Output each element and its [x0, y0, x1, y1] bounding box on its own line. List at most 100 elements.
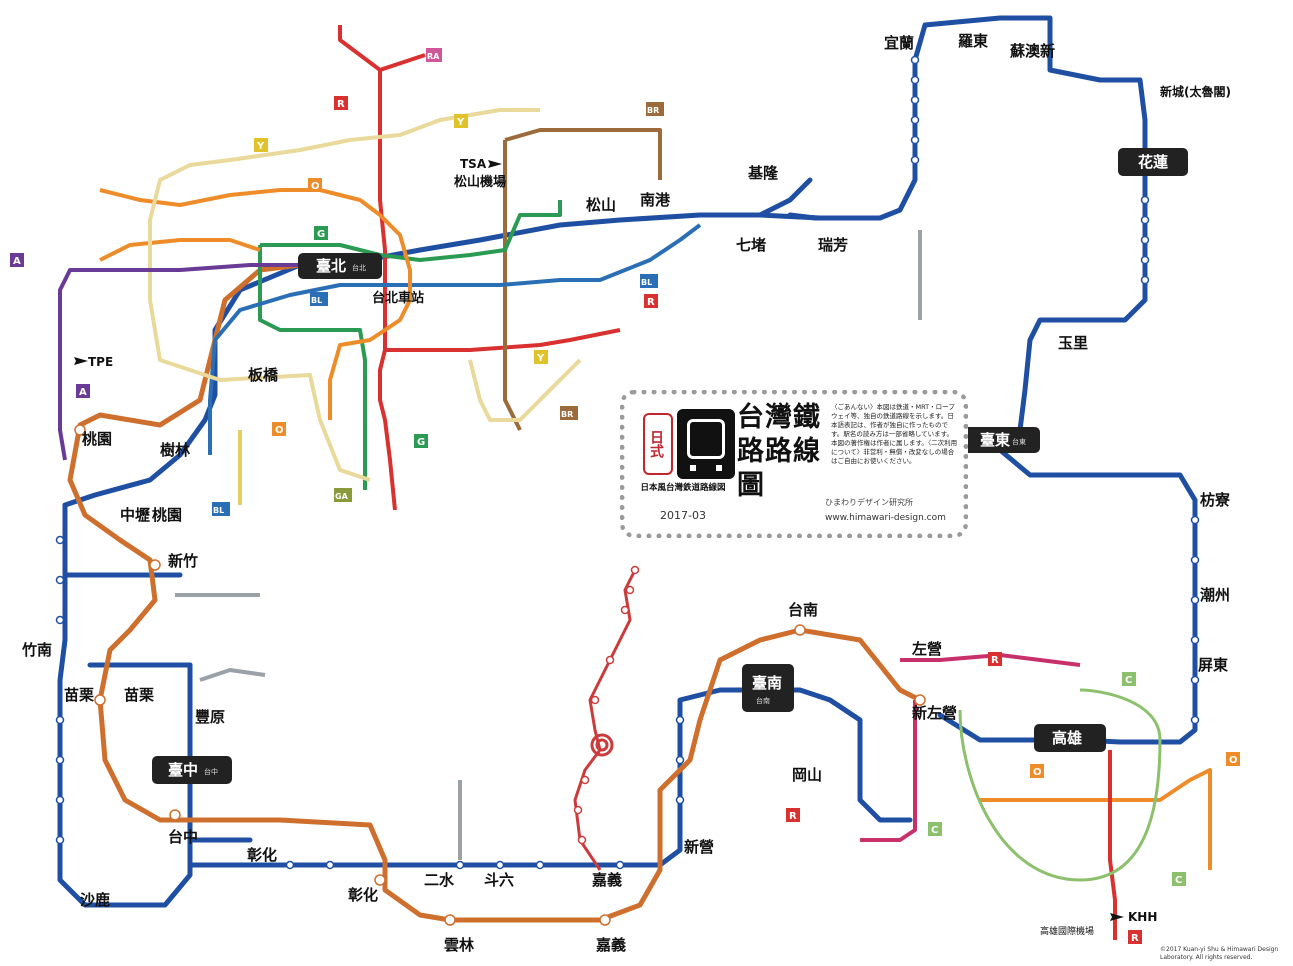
station-songshan: 松山 — [586, 196, 616, 214]
svg-text:R: R — [1131, 933, 1139, 944]
svg-text:臺南: 臺南 — [752, 674, 782, 692]
svg-text:A: A — [79, 387, 87, 398]
airport-khh: KHH — [1128, 910, 1157, 924]
line-tags: R RA Y Y BR O G A A BL BL R Y O G GA BL … — [10, 48, 1240, 944]
station-taoyuan: 桃園 — [82, 430, 112, 448]
kaohsiung-mrt-orange-line — [980, 768, 1212, 870]
svg-text:RA: RA — [427, 52, 440, 61]
line-tag-brown: BR — [646, 102, 664, 116]
station-songshan-airport: 松山機場 — [454, 174, 506, 190]
svg-text:臺北: 臺北 — [316, 257, 346, 275]
svg-text:G: G — [417, 437, 425, 448]
station-yilan: 宜蘭 — [884, 34, 914, 52]
line-tag-ra: RA — [426, 48, 442, 62]
svg-text:BL: BL — [311, 296, 322, 305]
station-labels: 新竹 竹南 苗栗 豐原 彰化 二水 斗六 嘉義 新營 岡山 屏東 潮州 枋寮 宜… — [21, 32, 1231, 954]
svg-text:台北: 台北 — [352, 263, 366, 272]
station-luodong: 羅東 — [958, 32, 988, 50]
train-icon — [677, 409, 735, 479]
svg-text:C: C — [1175, 875, 1182, 886]
airport-tsa: TSA — [460, 157, 487, 171]
airplane-icon — [74, 160, 1124, 921]
station-keelung: 基隆 — [747, 164, 779, 182]
station-chaozhou: 潮州 — [1200, 586, 1230, 604]
airport-tpe: TPE — [88, 355, 113, 369]
station-zuoying: 左營 — [911, 640, 942, 658]
airport-mrt-purple-line — [58, 263, 300, 461]
map-title-box: 日式 台灣鐵路路線圖 日本風台灣鉄道路線図 2017-03 〈ごあんない〉本図は… — [620, 390, 968, 538]
station-ershui: 二水 — [424, 871, 455, 889]
hub-tainan[interactable]: 臺南 台南 — [742, 664, 794, 712]
hub-taitung[interactable]: 臺東 台東 — [962, 427, 1040, 453]
line-tag-purple: A — [10, 253, 24, 267]
svg-text:台東: 台東 — [1012, 437, 1026, 446]
station-taichung-hsr: 台中 — [168, 828, 198, 846]
line-tag-circular: C — [1122, 672, 1136, 686]
line-tag-red-3: R — [786, 808, 800, 822]
line-tag-orange-3: O — [1030, 764, 1044, 778]
station-changhua-hsr: 彰化 — [348, 886, 378, 904]
station-fengyuan: 豐原 — [195, 708, 225, 726]
station-taoyuan-hsr: 桃園 — [152, 506, 182, 524]
hub-kaohsiung[interactable]: 高雄 — [1034, 724, 1106, 752]
line-tag-red-2: R — [644, 294, 658, 308]
hsr-line — [67, 262, 923, 923]
svg-text:花蓮: 花蓮 — [1138, 153, 1168, 171]
line-tag-green: G — [314, 226, 328, 240]
station-xinzhu: 新竹 — [168, 552, 198, 570]
station-yunlin-hsr: 雲林 — [444, 936, 475, 954]
station-miaoli-hsr: 苗栗 — [124, 686, 154, 704]
taipei-mrt-brown-line — [503, 128, 662, 431]
svg-text:高雄: 高雄 — [1052, 729, 1082, 747]
svg-text:R: R — [647, 297, 655, 308]
svg-text:Y: Y — [536, 353, 545, 364]
svg-text:BL: BL — [213, 506, 224, 515]
taipei-mrt-blue-line — [208, 223, 702, 455]
station-miaoli: 苗栗 — [64, 686, 94, 704]
station-nangang: 南港 — [640, 191, 671, 209]
svg-text:台南: 台南 — [756, 696, 770, 705]
station-chiayi: 嘉義 — [591, 871, 622, 889]
taipei-mrt-yellow-line — [148, 108, 582, 482]
station-suao: 蘇澳新 — [1009, 42, 1055, 60]
svg-text:O: O — [311, 181, 320, 192]
station-douliu: 斗六 — [484, 871, 514, 889]
line-tag-purple-2: A — [76, 384, 90, 398]
line-tag-orange: O — [308, 178, 322, 192]
hub-taichung[interactable]: 臺中 台中 — [152, 756, 232, 784]
station-qidu: 七堵 — [736, 236, 766, 254]
brand-logo: ひまわりデザイン研究所 — [825, 498, 913, 507]
alishan-forest-railway — [573, 569, 637, 871]
hub-taipei[interactable]: 臺北 台北 — [298, 253, 382, 279]
line-tag-yellow-3: Y — [534, 350, 548, 364]
svg-text:O: O — [1229, 755, 1238, 766]
svg-text:臺東: 臺東 — [980, 431, 1010, 449]
svg-text:G: G — [317, 229, 325, 240]
kaohsiung-red-south — [1108, 750, 1117, 940]
svg-text:台中: 台中 — [204, 767, 218, 776]
svg-text:臺中: 臺中 — [168, 761, 198, 779]
station-zhunan: 竹南 — [21, 641, 52, 659]
map-title: 台灣鐵路路線圖 — [737, 402, 821, 501]
line-tag-blue-3: BL — [212, 502, 230, 516]
station-pingtung: 屏東 — [1198, 656, 1228, 674]
tra-east-line — [337, 15, 1198, 745]
line-tag-brown-2: BR — [560, 406, 578, 420]
svg-text:R: R — [337, 99, 345, 110]
branch-lines — [175, 230, 922, 860]
station-taipei-main: 台北車站 — [372, 290, 424, 306]
station-xinzuoying: 新左營 — [912, 704, 957, 722]
station-yuli: 玉里 — [1058, 334, 1088, 352]
svg-text:A: A — [13, 256, 21, 267]
brand-url[interactable]: www.himawari-design.com — [825, 513, 946, 523]
svg-text:C: C — [1125, 675, 1132, 686]
line-tag-green-2: G — [414, 434, 428, 448]
svg-text:BR: BR — [647, 106, 659, 115]
station-fangliao: 枋寮 — [1200, 491, 1231, 509]
line-tag-red: R — [334, 96, 348, 110]
svg-text:Y: Y — [256, 141, 265, 152]
hub-hualien[interactable]: 花蓮 — [1118, 148, 1188, 176]
line-tag-red-5: R — [1128, 930, 1142, 944]
taipei-mrt-red-line — [338, 25, 621, 511]
station-tainan-hsr: 台南 — [788, 601, 818, 619]
